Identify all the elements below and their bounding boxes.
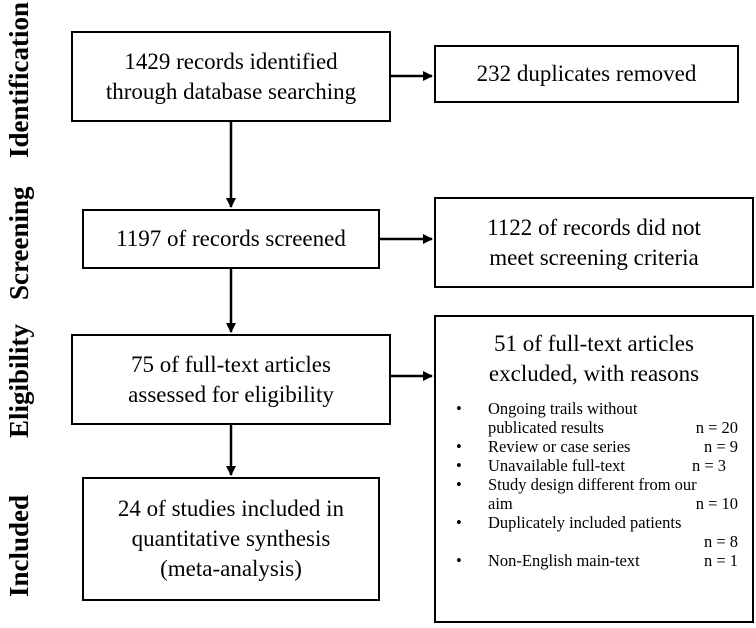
reason-text: Ongoing trails without xyxy=(488,399,638,418)
bullet: • xyxy=(456,399,462,418)
fulltext-excluded-box: 51 of full-text articles excluded, with … xyxy=(434,315,754,623)
duplicates-removed-box: 232 duplicates removed xyxy=(434,45,739,103)
box-text: 1429 records identified xyxy=(124,48,338,74)
exclusion-heading: 51 of full-text articles excluded, with … xyxy=(436,329,752,389)
box-text: (meta-analysis) xyxy=(160,556,302,581)
bullet: • xyxy=(456,551,462,570)
box-text: assessed for eligibility xyxy=(128,381,334,407)
reason-count: n = 8 xyxy=(703,532,738,551)
reason-text: aim xyxy=(488,494,513,513)
reason-count: n = 9 xyxy=(703,437,738,456)
reason-count: n = 3 xyxy=(691,456,726,475)
exclusion-reason: • Review or case series n = 9 xyxy=(436,437,752,456)
box-text: 24 of studies included in xyxy=(117,496,345,521)
reason-text: Unavailable full-text xyxy=(488,456,625,475)
reason-count: n = 20 xyxy=(695,418,738,437)
exclusion-heading-line: 51 of full-text articles xyxy=(494,331,694,356)
exclusion-reason: • Unavailable full-text n = 3 xyxy=(436,456,752,475)
reason-text: Study design different from our xyxy=(488,475,697,494)
phase-label-identification: Identification xyxy=(4,1,34,158)
studies-included-box: 24 of studies included in quantitative s… xyxy=(82,477,380,601)
exclusion-reason: • Non-English main-text n = 1 xyxy=(436,551,752,570)
exclusion-heading-line: excluded, with reasons xyxy=(488,361,700,386)
reason-text: Non-English main-text xyxy=(488,551,640,570)
box-text: through database searching xyxy=(105,78,357,104)
box-text: meet screening criteria xyxy=(489,244,699,270)
bullet: • xyxy=(456,475,462,494)
reason-text: Duplicately included patients xyxy=(488,513,682,532)
box-text: 1197 of records screened xyxy=(116,226,346,251)
bullet: • xyxy=(456,456,462,475)
phase-label-eligibility: Eligibility xyxy=(4,323,34,438)
box-text: 1122 of records did not xyxy=(487,214,701,240)
screening-excluded-box: 1122 of records did not meet screening c… xyxy=(434,197,754,288)
bullet: • xyxy=(456,437,462,456)
exclusion-reasons-list: • Ongoing trails without publicated resu… xyxy=(436,399,752,570)
reason-count: n = 10 xyxy=(695,494,738,513)
box-text: 232 duplicates removed xyxy=(476,61,697,86)
reason-count: n = 1 xyxy=(703,551,738,570)
reason-text: publicated results xyxy=(488,418,604,437)
phase-label-included: Included xyxy=(4,494,34,597)
bullet: • xyxy=(456,513,462,532)
records-identified-box: 1429 records identified through database… xyxy=(71,31,391,122)
box-text: 75 of full-text articles xyxy=(131,351,331,377)
exclusion-reason: • Duplicately included patients n = 8 xyxy=(436,513,752,551)
box-text: quantitative synthesis xyxy=(131,526,331,551)
assessed-eligibility-box: 75 of full-text articles assessed for el… xyxy=(71,334,391,425)
phase-label-screening: Screening xyxy=(4,186,34,301)
exclusion-reason: • Ongoing trails without publicated resu… xyxy=(436,399,752,437)
reason-text: Review or case series xyxy=(488,437,631,456)
exclusion-reason: • Study design different from our aim n =… xyxy=(436,475,752,513)
records-screened-box: 1197 of records screened xyxy=(82,209,380,269)
